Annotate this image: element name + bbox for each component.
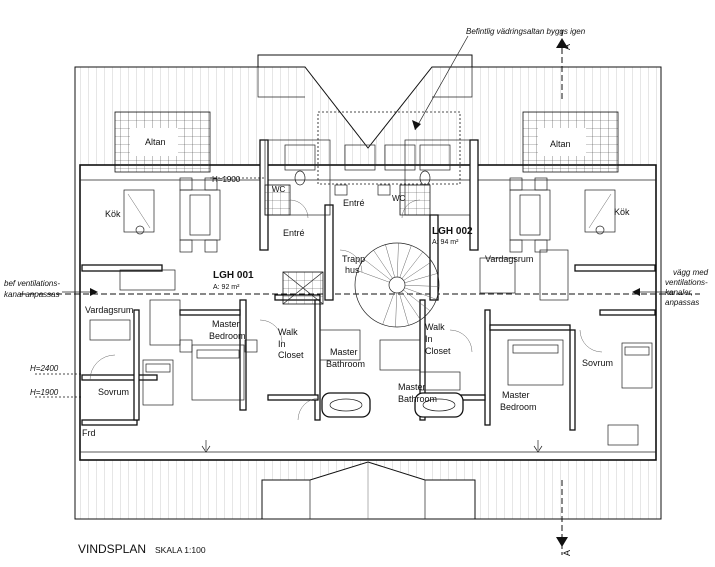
label-altan-right: Altan [550,139,571,149]
stair-tread [395,292,397,327]
label-frd: Frd [82,428,96,438]
kitchen-right [509,177,616,253]
stair-tread [373,250,393,279]
label-walk-in-right-2: In [425,334,433,344]
stair-tread [385,244,396,278]
label-walk-in-right-3: Closet [425,346,451,356]
stair-tread [401,291,421,320]
label-sovrum-right: Sovrum [582,358,613,368]
vent-note-right-1: vägg med [673,268,709,277]
height-note-1900: H=1900 [30,388,59,397]
stair-tread [403,289,431,312]
stair-tread [404,273,438,284]
stair-tread [357,270,390,283]
label-walk-in-left-1: Walk [278,327,298,337]
kitchen-left [123,177,221,253]
stair-tread [397,243,399,278]
label-master-bathroom-right-1: Master [398,382,426,392]
stair-tread [399,245,412,278]
vent-note-right-2: ventilations- [665,278,708,287]
label-master-bathroom-right-2: Bathroom [398,394,437,404]
label-entre-left: Entré [283,228,305,238]
stair-tread [363,258,391,281]
stair-tread [382,292,395,325]
title-block: VINDSPLAN SKALA 1:100 [78,542,206,556]
unit-labels: LGH 001 A: 92 m² LGH 002 A: 94 m² [213,226,473,291]
stair-tread [404,287,437,300]
label-vardagsrum-left: Vardagsrum [85,305,133,315]
stair-tread [398,292,409,326]
label-entre-right: Entré [343,198,365,208]
label-walk-in-left-2: In [278,339,286,349]
desk-right [607,424,639,446]
label-sovrum-left: Sovrum [98,387,129,397]
interior-walls [81,139,656,431]
plan-title: VINDSPLAN [78,542,146,556]
room-labels: Altan Altan Kök Kök WC WC Entré Entré Tr… [82,137,630,438]
label-master-bedroom-right-2: Bedroom [500,402,537,412]
section-line [556,30,568,555]
spiral-staircase [354,242,440,328]
ventilation-shaft [317,111,461,196]
label-wc-right: WC [392,194,406,203]
stair-tread [401,251,424,279]
balcony-left [114,111,211,173]
plan-scale: SKALA 1:100 [155,545,206,555]
label-master-bedroom-left-2: Bedroom [209,331,246,341]
label-kok-left: Kök [105,209,121,219]
master-bed-left [179,339,258,401]
section-label-bottom: A [562,550,572,556]
label-altan-left: Altan [145,137,166,147]
unit-lgh002-name: LGH 002 [432,226,473,237]
unit-lgh001-name: LGH 001 [213,270,254,281]
label-master-bathroom-left-1: Master [330,347,358,357]
master-bed-right [507,339,564,386]
label-master-bathroom-left-2: Bathroom [326,359,365,369]
section-label-top: A [562,44,572,50]
label-trapphus-1: Trapp [342,254,365,264]
vent-note-right-3: kanaler, [665,288,693,297]
wc-area-right [399,139,471,216]
label-walk-in-left-3: Closet [278,350,304,360]
label-trapphus-2: hus [345,265,360,275]
single-bed-left [142,359,174,406]
balcony-right [522,111,619,173]
bathroom-left [319,329,371,418]
height-note-top: H=1900 [212,175,241,184]
living-left-furniture [89,269,181,346]
label-wc-left: WC [272,185,286,194]
door-swings [89,199,603,421]
label-master-bedroom-right-1: Master [502,390,530,400]
label-walk-in-right-1: Walk [425,322,445,332]
living-right-furniture [479,249,569,301]
vent-note-right-4: anpassas [665,298,699,307]
unit-lgh001-area: A: 92 m² [213,284,240,291]
label-kok-right: Kök [614,207,630,217]
stair-tread [403,261,432,281]
vent-note-left-2: kanal anpassas [4,290,60,299]
annotation-labels: Befintlig vädringsaltan byggs igen bef v… [4,27,709,556]
label-master-bedroom-left-1: Master [212,319,240,329]
height-note-2400: H=2400 [30,364,59,373]
unit-lgh002-area: A: 94 m² [432,239,459,246]
balcony-note-leader [414,35,469,131]
stair-tread [404,285,439,287]
single-bed-right [621,342,653,389]
balcony-note: Befintlig vädringsaltan byggs igen [466,27,586,36]
vent-note-left-1: bef ventilations- [4,279,60,288]
label-vardagsrum-right: Vardagsrum [485,254,533,264]
bathroom-right [379,339,464,418]
